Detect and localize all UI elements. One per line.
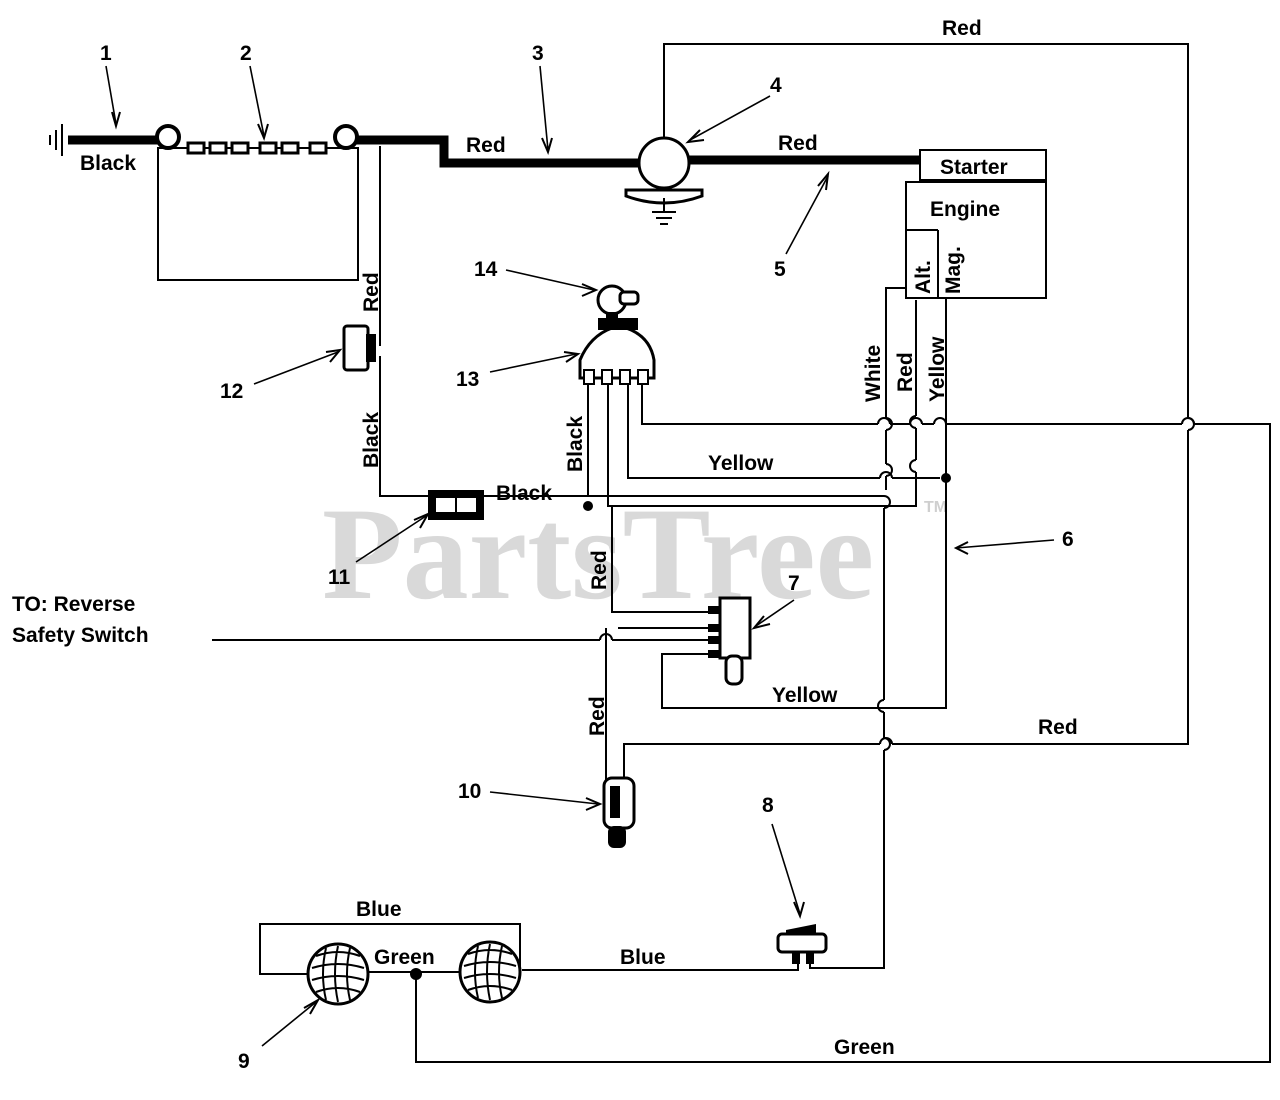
engine-box xyxy=(905,181,1047,299)
part-number-10: 10 xyxy=(458,780,481,803)
ammeter xyxy=(342,324,376,372)
label-blue-switch: Blue xyxy=(620,946,666,969)
label-green-bottom: Green xyxy=(834,1036,895,1059)
part-number-14: 14 xyxy=(474,258,498,281)
part-number-12: 12 xyxy=(220,380,243,403)
wire-red-top xyxy=(663,43,1189,418)
label-black-fuse: Black xyxy=(496,482,552,505)
part-number-9: 9 xyxy=(238,1050,250,1073)
label-red-battery: Red xyxy=(466,134,506,157)
part-number-2: 2 xyxy=(240,42,252,65)
part-number-7: 7 xyxy=(788,572,800,595)
part-number-1: 1 xyxy=(100,42,112,65)
watermark-tm: TM xyxy=(924,499,947,516)
label-black-ammeter: Black xyxy=(360,412,383,468)
part-number-4: 4 xyxy=(770,74,782,97)
starter-box xyxy=(919,149,1047,181)
interlock-switch xyxy=(602,776,636,848)
fuse-holder xyxy=(428,490,484,520)
label-blue-top: Blue xyxy=(356,898,402,921)
label-red-right: Red xyxy=(1038,716,1078,739)
battery-cable xyxy=(356,135,640,168)
part-number-3: 3 xyxy=(532,42,544,65)
label-yellow-lower: Yellow xyxy=(772,684,838,707)
label-red-engine: Red xyxy=(894,352,917,392)
battery xyxy=(155,124,359,281)
solenoid xyxy=(624,136,704,225)
seat-switch xyxy=(708,596,752,686)
label-red-ammeter: Red xyxy=(360,272,383,312)
junction-dot xyxy=(410,968,422,980)
label-yellow-mid: Yellow xyxy=(708,452,774,475)
wire-red-seat xyxy=(611,506,712,613)
ignition-switch xyxy=(578,318,656,385)
part-number-5: 5 xyxy=(774,258,786,281)
wire-yellow-mid xyxy=(627,376,880,479)
engine-assembly xyxy=(905,149,1047,299)
headlight-right xyxy=(458,940,522,1004)
wire-black-ammeter xyxy=(379,356,430,497)
label-red-interlock: Red xyxy=(586,696,609,736)
junction-dot xyxy=(941,473,951,483)
label-black-ignition: Black xyxy=(564,416,587,472)
wire-yellow-engine xyxy=(661,298,947,709)
label-white-engine: White xyxy=(862,345,885,402)
wire-red-right xyxy=(892,430,1189,745)
label-green-lights: Green xyxy=(374,946,435,969)
engine-label: Engine xyxy=(930,198,1000,221)
label-red-seat: Red xyxy=(588,550,611,590)
mag-label: Mag. xyxy=(942,246,965,294)
headlight-left xyxy=(306,942,370,1006)
starter-label: Starter xyxy=(940,156,1008,179)
label-red-top: Red xyxy=(942,17,982,40)
watermark-text: PartsTree xyxy=(322,480,874,627)
part-number-6: 6 xyxy=(1062,528,1074,551)
note-line-1: TO: Reverse xyxy=(12,593,135,616)
part-number-11: 11 xyxy=(328,566,351,589)
label-yellow-engine: Yellow xyxy=(926,336,949,402)
junction-dot xyxy=(583,501,593,511)
ignition-key xyxy=(596,284,640,322)
part-number-13: 13 xyxy=(456,368,479,391)
leader-lines xyxy=(105,65,1055,1047)
alt-label: Alt. xyxy=(912,260,935,294)
wire-green-right xyxy=(415,423,1271,1063)
note-line-2: Safety Switch xyxy=(12,624,149,647)
wire-white-engine xyxy=(885,287,906,418)
part-number-8: 8 xyxy=(762,794,774,817)
wire-blue-top xyxy=(259,923,521,975)
label-red-starter: Red xyxy=(778,132,818,155)
ground-cable xyxy=(49,124,160,156)
light-switch xyxy=(776,924,828,964)
label-black-ground: Black xyxy=(80,152,136,175)
